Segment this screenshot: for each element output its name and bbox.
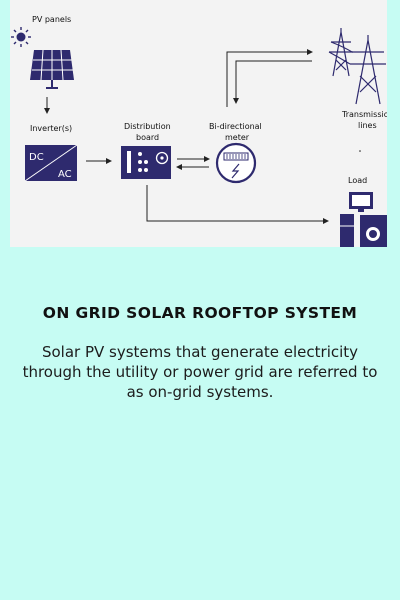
inverter-dc-text: DC (29, 152, 44, 163)
inverter-ac-text: AC (58, 169, 72, 180)
solar-panel-icon (30, 49, 74, 89)
diagram-svg: PV panels Inverter(s) (11, 15, 387, 247)
distribution-board-label-1: Distribution (124, 122, 171, 131)
transmission-tower-icon (328, 28, 386, 105)
description-text: Solar PV systems that generate electrici… (22, 343, 378, 401)
appliances-icon (340, 192, 387, 247)
meter-label-1: Bi-directional (209, 122, 262, 131)
page-title: ON GRID SOLAR ROOFTOP SYSTEM (42, 304, 358, 322)
inverter-label: Inverter(s) (30, 124, 72, 133)
system-diagram: PV panels Inverter(s) (10, 0, 387, 247)
meter-label-2: meter (225, 133, 250, 142)
distribution-board-label-2: board (136, 133, 159, 142)
bi-directional-meter-icon (215, 142, 257, 184)
transmission-label-1: Transmission (341, 110, 387, 119)
transmission-label-2: lines (358, 121, 377, 130)
distribution-board-icon (121, 146, 171, 179)
inverter-icon: DC AC (24, 144, 78, 182)
pv-panels-label: PV panels (32, 15, 71, 24)
sun-icon (11, 27, 31, 47)
load-label: Load (348, 176, 367, 185)
